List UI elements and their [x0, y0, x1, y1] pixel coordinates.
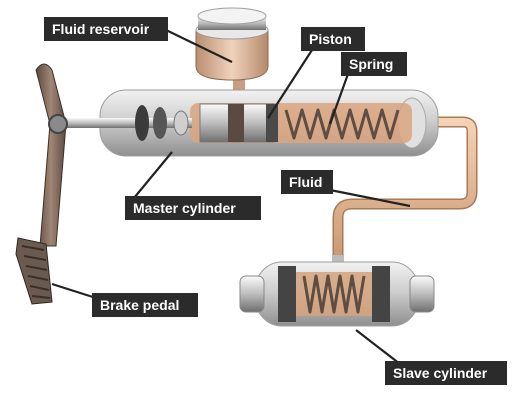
leader-brake-pedal — [51, 282, 97, 300]
label-brake-pedal: Brake pedal — [92, 293, 198, 317]
label-spring: Spring — [341, 52, 407, 76]
leader-lines — [51, 29, 411, 365]
leader-master-cylinder — [133, 151, 173, 199]
leader-spring — [328, 73, 350, 125]
fluid-reservoir — [195, 7, 269, 102]
label-fluid-reservoir: Fluid reservoir — [44, 17, 168, 41]
leader-piston — [267, 49, 313, 119]
label-slave-cylinder: Slave cylinder — [385, 361, 507, 385]
slave-cylinder — [239, 255, 435, 327]
spring — [284, 108, 400, 140]
leader-fluid — [329, 188, 411, 208]
label-fluid: Fluid — [281, 170, 333, 194]
leader-slave-cylinder — [355, 329, 401, 365]
label-master-cylinder: Master cylinder — [125, 196, 261, 220]
master-cylinder — [64, 89, 439, 157]
label-piston: Piston — [301, 27, 365, 51]
fluid-pipe — [332, 116, 478, 265]
leader-fluid-reservoir — [165, 29, 233, 63]
brake-pedal — [15, 63, 68, 305]
piston — [199, 103, 278, 143]
